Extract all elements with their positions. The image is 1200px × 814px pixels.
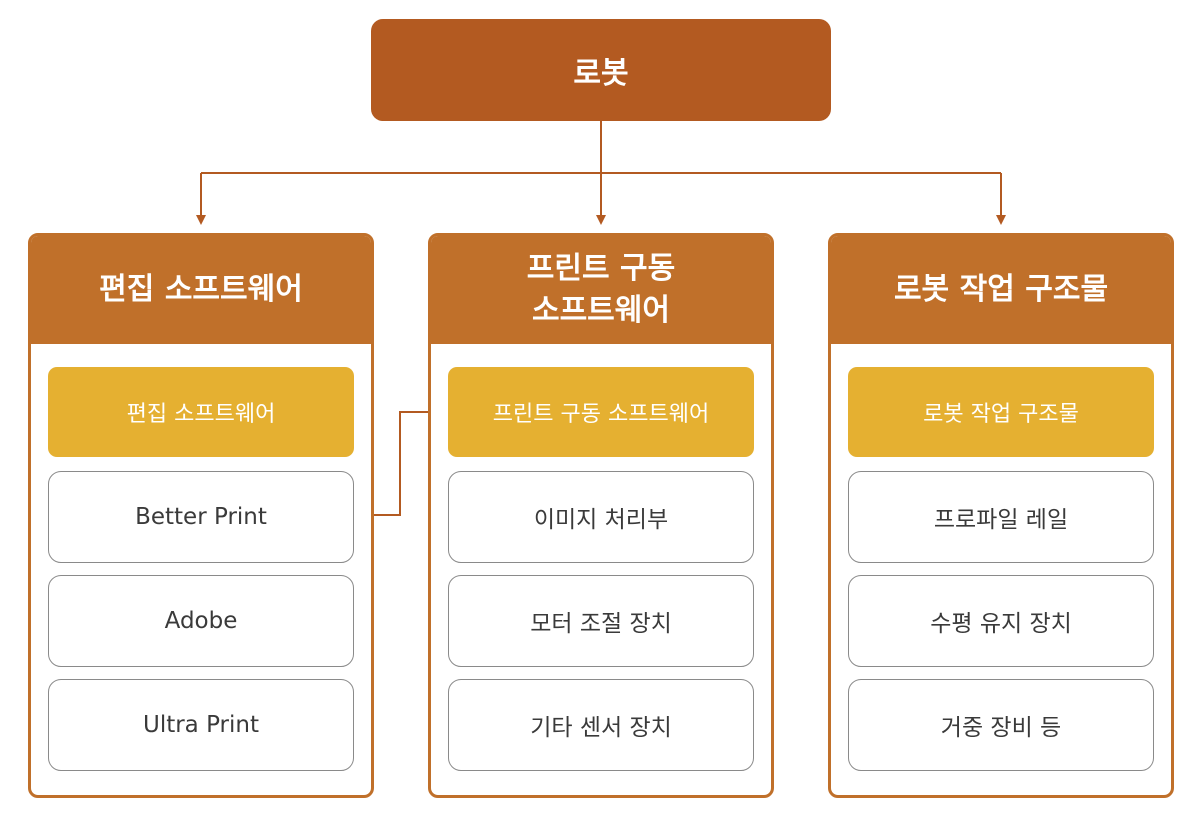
panel-print-driver-software: 프린트 구동 소프트웨어 프린트 구동 소프트웨어 이미지 처리부 모터 조절 … <box>428 233 774 798</box>
list-item-image-processor: 이미지 처리부 <box>448 471 754 563</box>
item-label: Better Print <box>135 504 267 530</box>
list-item-ultra-print: Ultra Print <box>48 679 354 771</box>
item-label: 거중 장비 등 <box>940 715 1062 741</box>
list-item-lifting-equipment: 거중 장비 등 <box>848 679 1154 771</box>
panel-robot-structure: 로봇 작업 구조물 로봇 작업 구조물 프로파일 레일 수평 유지 장치 거중 … <box>828 233 1174 798</box>
panel-title-line-1: 프린트 구동 <box>526 251 676 286</box>
subheader-label: 편집 소프트웨어 <box>126 402 276 427</box>
panel-header: 프린트 구동 소프트웨어 <box>431 236 771 344</box>
list-item-better-print: Better Print <box>48 471 354 563</box>
list-item-leveling-device: 수평 유지 장치 <box>848 575 1154 667</box>
panel-title: 편집 소프트웨어 <box>99 272 303 307</box>
subheader-label: 프린트 구동 소프트웨어 <box>492 402 710 427</box>
panel-header: 로봇 작업 구조물 <box>831 236 1171 344</box>
panel-title-line-2: 소프트웨어 <box>531 293 670 328</box>
panel-header: 편집 소프트웨어 <box>31 236 371 344</box>
item-label: 기타 센서 장치 <box>530 715 672 741</box>
list-item-adobe: Adobe <box>48 575 354 667</box>
item-label: 이미지 처리부 <box>533 507 669 533</box>
item-label: Ultra Print <box>142 712 259 738</box>
item-label: 모터 조절 장치 <box>530 611 672 637</box>
panel-subheader: 로봇 작업 구조물 <box>848 367 1154 457</box>
list-item-motor-control: 모터 조절 장치 <box>448 575 754 667</box>
item-label: 프로파일 레일 <box>933 507 1069 533</box>
list-item-other-sensors: 기타 센서 장치 <box>448 679 754 771</box>
panel-title: 로봇 작업 구조물 <box>893 272 1109 307</box>
list-item-profile-rail: 프로파일 레일 <box>848 471 1154 563</box>
item-label: 수평 유지 장치 <box>930 611 1072 637</box>
subheader-label: 로봇 작업 구조물 <box>923 402 1079 427</box>
panel-edit-software: 편집 소프트웨어 편집 소프트웨어 Better Print Adobe Ult… <box>28 233 374 798</box>
panel-subheader: 프린트 구동 소프트웨어 <box>448 367 754 457</box>
root-node-robot: 로봇 <box>371 19 831 121</box>
panel-subheader: 편집 소프트웨어 <box>48 367 354 457</box>
item-label: Adobe <box>164 608 238 634</box>
root-label: 로봇 <box>573 56 629 91</box>
